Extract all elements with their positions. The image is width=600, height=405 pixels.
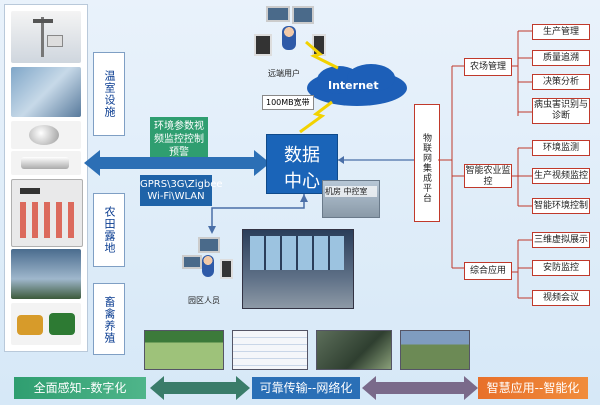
remote-users-group (244, 4, 332, 66)
control-room-label: 机房 中控室 (325, 186, 377, 197)
data-center-line1: 数据 (284, 145, 320, 166)
broadband-link-icon (299, 100, 333, 134)
wireless-link-icon (305, 40, 339, 70)
bandwidth-label: 100MB宽带 (262, 95, 314, 110)
iot-platform-label: 物联网集成平台 (421, 133, 431, 203)
group-farm-management: 农场管理 (464, 58, 512, 76)
group-integrated-apps: 综合应用 (464, 262, 512, 280)
screenshot-3 (316, 330, 392, 370)
tablet-icon (254, 34, 272, 56)
user-icon (282, 26, 296, 50)
park-phone-icon (220, 259, 233, 279)
env-monitoring-box: 环境参数视频监控控制预警 (150, 117, 208, 159)
bottom-left-arrow (150, 376, 250, 400)
item-3d-display: 三维虚拟展示 (532, 232, 590, 248)
item-env-monitoring: 环境监测 (532, 140, 590, 156)
park-laptop-icon (182, 255, 202, 269)
valve-device-image (11, 303, 81, 345)
park-desktop-icon (198, 237, 220, 253)
center-to-platform-connector (338, 156, 414, 164)
item-pest-diagnosis: 病虫害识别与诊断 (532, 98, 590, 124)
iot-platform-box (414, 104, 440, 222)
park-staff-group (180, 237, 236, 291)
bottom-left-bar: 全面感知--数字化 (14, 377, 146, 399)
remote-users-label: 远端用户 (268, 69, 300, 78)
screenshot-4 (400, 330, 470, 370)
dome-camera-image (11, 121, 81, 149)
internet-label: Internet (328, 79, 379, 92)
category-field (93, 193, 125, 267)
comm-protocol-line1: GPRS\3G\Zigbee (140, 179, 223, 190)
comm-protocol-line2: Wi-Fi\WLAN (147, 191, 205, 202)
center-to-staff-connector (208, 194, 308, 234)
bottom-right-arrow (362, 376, 478, 400)
greenhouse-interior-image (11, 249, 81, 299)
bullet-camera-image (11, 151, 81, 175)
comm-protocol-box: GPRS\3G\Zigbee Wi-Fi\WLAN (140, 175, 223, 206)
greenhouse-sensor-image (11, 67, 81, 117)
group-smart-monitoring-label: 智能农业监控 (465, 166, 511, 187)
screenshot-2 (232, 330, 308, 370)
bottom-right-bar: 智慧应用--智能化 (478, 377, 588, 399)
internet-cloud (307, 64, 407, 106)
item-production-management: 生产管理 (532, 24, 590, 40)
control-cabinet-image (11, 179, 83, 247)
item-smart-env-control: 智能环境控制 (532, 198, 590, 214)
laptop-icon (266, 6, 290, 22)
category-livestock (93, 283, 125, 355)
weather-station-image (11, 11, 81, 63)
category-field-label: 农田露地 (103, 206, 116, 254)
park-user-icon (202, 255, 214, 277)
operations-wall-screens (250, 236, 344, 270)
data-center-line2: 中心 (284, 171, 320, 192)
category-greenhouse-label: 温室设施 (103, 70, 116, 118)
sensor-photo-column (4, 4, 88, 352)
sensing-center-arrow (84, 150, 270, 176)
park-staff-label: 园区人员 (188, 296, 220, 305)
group-items-connector (512, 30, 532, 299)
category-greenhouse (93, 52, 125, 136)
item-quality-tracing: 质量追溯 (532, 50, 590, 66)
desktop-icon (292, 6, 314, 24)
category-livestock-label: 畜禽养殖 (103, 296, 116, 344)
item-decision-analysis: 决策分析 (532, 74, 590, 90)
group-smart-monitoring: 智能农业监控 (464, 164, 512, 188)
item-pest-diagnosis-label: 病虫害识别与诊断 (533, 100, 588, 121)
item-production-video: 生产视频监控 (532, 168, 590, 184)
screenshot-1 (144, 330, 224, 370)
bottom-middle-bar: 可靠传输--网络化 (252, 377, 360, 399)
item-video-conference: 视频会议 (532, 290, 590, 306)
item-security-monitoring: 安防监控 (532, 260, 590, 276)
